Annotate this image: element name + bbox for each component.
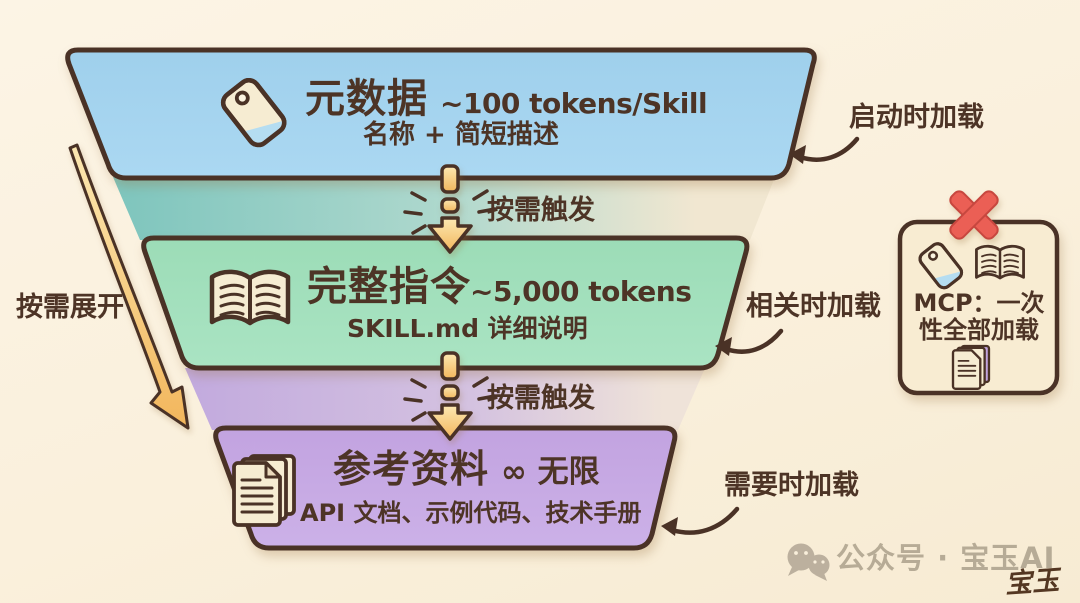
level-instructions-tokens: ~5,000 tokens [470,275,692,308]
trigger-label-1: 按需触发 [487,195,595,226]
level-metadata-tokens: ~100 tokens/Skill [440,87,708,120]
level-references-title-row: 参考资料 ∞ 无限 [333,450,600,488]
level-references-title: 参考资料 [333,447,490,491]
level-instructions-title: 完整指令 [307,264,471,310]
side-label-needed: 需要时加载 [724,470,859,501]
documents-icon [232,454,296,527]
trigger-label-2: 按需触发 [487,383,595,414]
level-metadata-subtitle: 名称 + 简短描述 [363,120,559,150]
side-label-startup: 启动时加载 [849,102,984,133]
watermark-channel: 公众号 · 宝玉AI [836,541,1056,575]
side-label-relevant: 相关时加载 [746,291,881,322]
side-arrow-relevant [715,328,784,356]
mcp-book-icon [975,244,1025,280]
level-metadata-title: 元数据 [305,76,428,122]
level-instructions-shape [141,235,750,371]
cross-icon [949,190,999,240]
level-references-shape [213,425,678,551]
expand-arrow [68,143,190,430]
watermark-signature: 宝玉 [1003,565,1061,600]
level-instructions-subtitle: SKILL.md 详细说明 [347,314,588,343]
level-references-subtitle: API 文档、示例代码、技术手册 [300,499,642,527]
expand-label: 按需展开 [16,292,124,323]
mcp-documents-icon [951,344,991,390]
level-references-tokens: ∞ 无限 [501,454,600,490]
open-book-icon [212,272,288,323]
mcp-note-text: MCP：一次 性全部加载 [913,289,1045,344]
side-arrow-needed [661,506,740,536]
side-arrow-startup [789,136,860,164]
wechat-icon [787,543,830,581]
